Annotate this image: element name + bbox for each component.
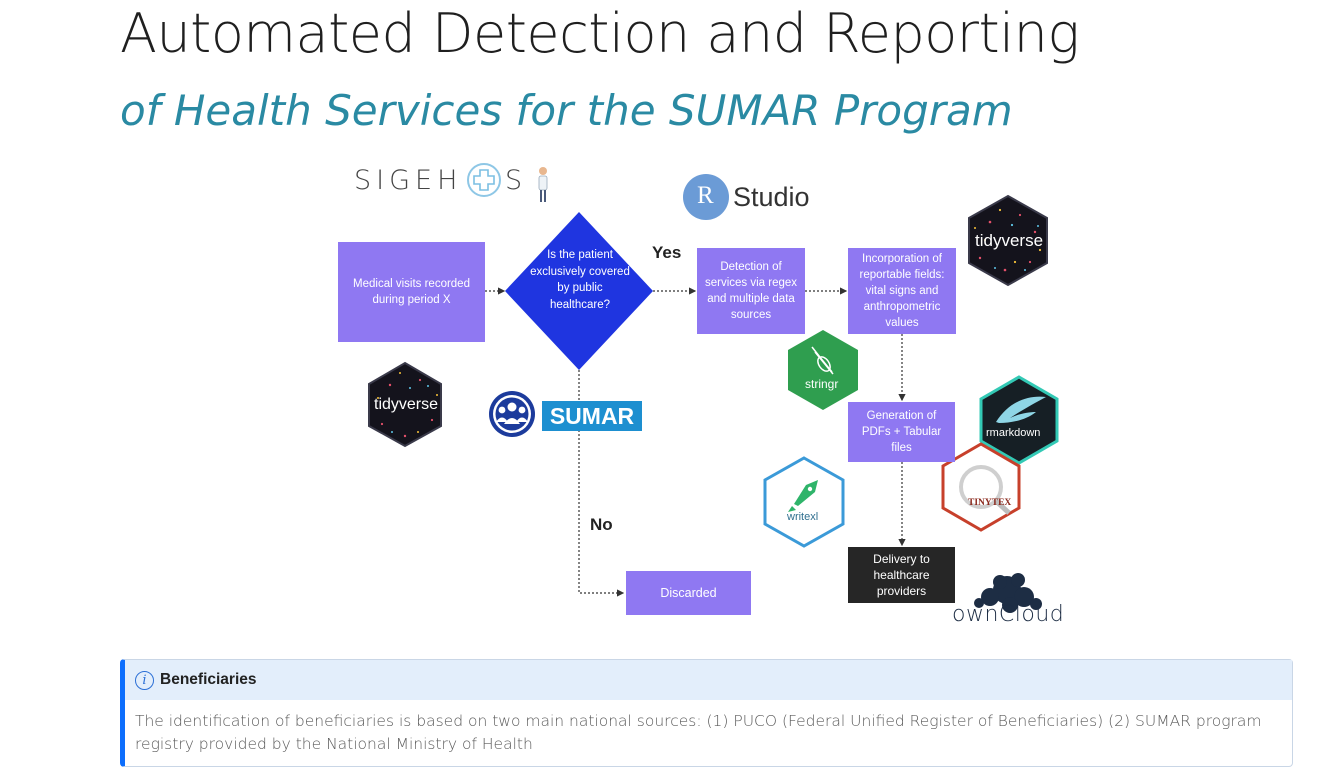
tinytex-hex-logo: [941, 442, 1021, 532]
diagram-connectors: [368, 163, 1059, 613]
sumar-logo-text: SUMAR: [542, 401, 642, 431]
tidyverse-hex-logo-top: [968, 194, 1048, 287]
node-discarded: Discarded: [626, 571, 751, 615]
rmarkdown-logo-text: rmarkdown: [986, 427, 1041, 439]
node-decision-text: Is the patient exclusively covered by pu…: [530, 249, 630, 311]
sigehos-logo-text-left: SIGEH: [354, 165, 463, 196]
callout-title: Beneficiaries: [160, 671, 257, 688]
page-subtitle: of Health Services for the SUMAR Program: [120, 86, 1013, 135]
info-icon: i: [135, 670, 154, 690]
edge-no-to-discarded: [578, 370, 625, 597]
beneficiaries-callout: i Beneficiaries The identification of be…: [120, 659, 1293, 767]
node-incorporation: Incorporation of reportable fields: vita…: [848, 248, 956, 334]
callout-body: The identification of beneficiaries is b…: [135, 712, 1262, 753]
page-title: Automated Detection and Reporting: [120, 2, 1080, 65]
callout-header: i Beneficiaries: [125, 660, 1292, 700]
tidyverse-hex-logo-left: [368, 361, 442, 448]
sigehos-logo-text-right: S: [505, 165, 523, 196]
node-medical-visits: Medical visits recorded during period X: [338, 242, 485, 342]
writexl-hex-logo: [763, 456, 845, 548]
node-delivery: Delivery to healthcare providers: [848, 547, 955, 603]
rmarkdown-hex-logo: [979, 375, 1059, 465]
doctor-figure-icon: [538, 167, 548, 202]
stringr-logo-text: stringr: [805, 377, 839, 391]
sigehos-cross-icon: [467, 163, 501, 197]
decision-diamond: [505, 212, 653, 370]
writexl-logo-text: writexl: [787, 511, 819, 523]
sumar-people-icon: [489, 391, 535, 437]
rstudio-circle: [683, 174, 729, 220]
rstudio-logo-text: Studio: [733, 182, 810, 212]
owncloud-cloud-icon: [974, 573, 1042, 613]
edge-label-no: No: [590, 515, 613, 534]
tidyverse-logo-text-top: tidyverse: [975, 231, 1044, 250]
edge-label-yes: Yes: [652, 243, 682, 262]
flow-diagram: Medical visits recorded during period X …: [338, 163, 1065, 627]
node-generation: Generation of PDFs + Tabular files: [848, 402, 955, 462]
stringr-hex-logo: [788, 330, 858, 410]
node-detection: Detection of services via regex and mult…: [697, 248, 805, 334]
tinytex-logo-text: TINYTEX: [968, 498, 1012, 508]
owncloud-logo-text: ownCloud: [952, 602, 1065, 627]
rstudio-logo-r: R: [697, 182, 714, 209]
tidyverse-logo-text-left: tidyverse: [374, 396, 439, 413]
